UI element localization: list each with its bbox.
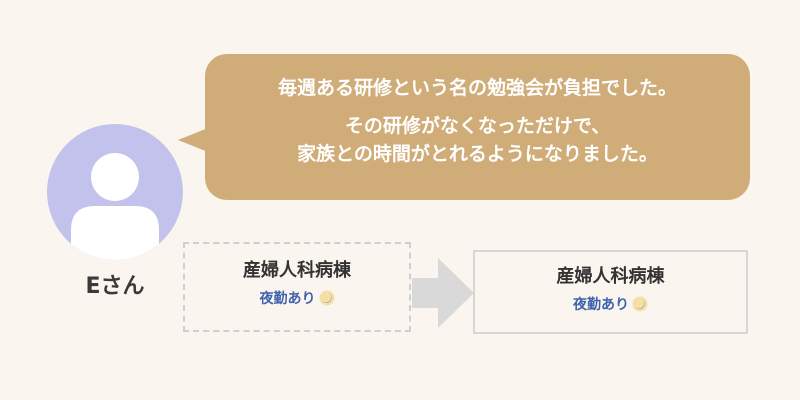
crescent-moon-icon xyxy=(632,296,648,312)
person-silhouette-icon xyxy=(71,153,159,260)
current-ward-card: 産婦人科病棟 夜勤あり xyxy=(473,250,748,334)
speech-bubble: 毎週ある研修という名の勉強会が負担でした。 その研修がなくなっただけで、 家族と… xyxy=(205,54,750,200)
speaker-name: Eさん xyxy=(85,274,145,299)
previous-ward-shift-label: 夜勤あり xyxy=(259,291,316,307)
speech-line-2: その研修がなくなっただけで、 xyxy=(344,115,611,137)
speech-line-3: 家族との時間がとれるようになりました。 xyxy=(297,143,658,165)
current-ward-shift: 夜勤あり xyxy=(475,294,746,316)
speech-bubble-tail xyxy=(178,128,208,152)
previous-ward-shift: 夜勤あり xyxy=(185,288,409,310)
previous-ward-name: 産婦人科病棟 xyxy=(243,260,351,281)
current-ward-name: 産婦人科病棟 xyxy=(556,266,665,287)
speech-line-1: 毎週ある研修という名の勉強会が負担でした。 xyxy=(277,77,677,99)
previous-ward-card: 産婦人科病棟 夜勤あり xyxy=(183,242,411,332)
current-ward-shift-label: 夜勤あり xyxy=(573,297,629,313)
right-arrow-icon xyxy=(412,258,474,328)
crescent-moon-icon xyxy=(319,290,334,306)
avatar xyxy=(47,124,183,260)
